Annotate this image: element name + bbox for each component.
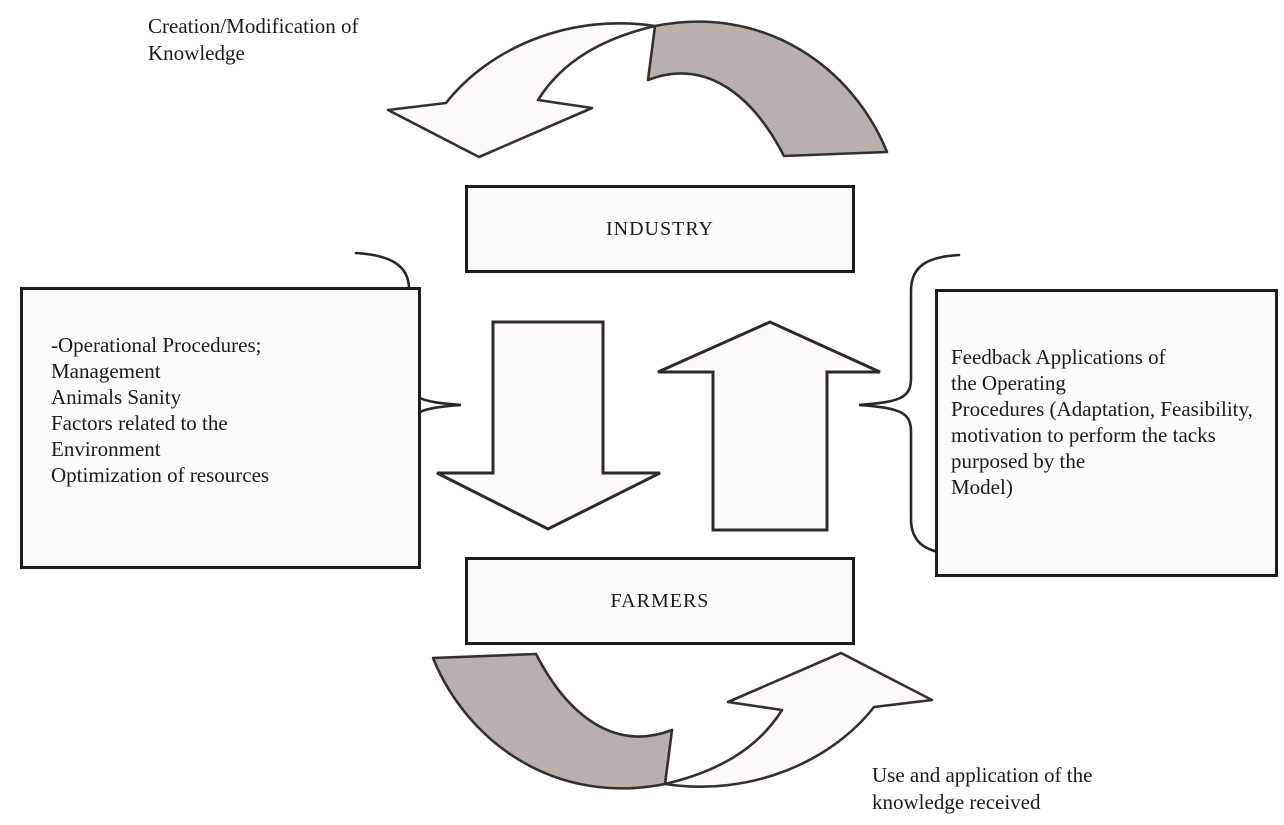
bottom-curved-arrow-head <box>663 651 934 788</box>
farmers-box: FARMERS <box>465 557 855 645</box>
bottom-curved-arrow <box>431 651 934 790</box>
left-box-line: Factors related to the <box>51 411 228 435</box>
creation-modification-line-1: Creation/Modification of <box>148 14 359 38</box>
creation-modification-label: Creation/Modification of Knowledge <box>148 13 359 67</box>
left-box-line: Animals Sanity <box>51 385 182 409</box>
up-block-arrow <box>657 320 881 532</box>
right-box-line: the Operating <box>951 371 1066 395</box>
use-application-line-1: Use and application of the <box>872 763 1093 787</box>
top-curved-arrow-shaded-tail <box>646 20 889 158</box>
right-box-line: motivation to perform the tacks <box>951 423 1216 447</box>
left-box-line: Optimization of resources <box>51 463 270 487</box>
left-box-line: Management <box>51 359 161 383</box>
use-application-label: Use and application of the knowledge rec… <box>872 762 1092 816</box>
left-box-line: -Operational Procedures; <box>51 333 262 357</box>
right-box-line: purposed by the <box>951 449 1086 473</box>
operational-procedures-box: -Operational Procedures; Management Anim… <box>20 287 421 569</box>
left-box-line: Environment <box>51 437 161 461</box>
farmers-box-label: FARMERS <box>610 589 710 612</box>
bottom-curved-arrow-shaded-tail <box>431 652 674 790</box>
down-block-arrow <box>436 320 661 531</box>
top-curved-arrow-head <box>386 22 657 159</box>
feedback-applications-box: Feedback Applications of the Operating P… <box>935 289 1278 577</box>
right-box-line: Model) <box>951 475 1013 499</box>
industry-box: INDUSTRY <box>465 185 855 273</box>
industry-box-label: INDUSTRY <box>605 217 714 240</box>
creation-modification-line-2: Knowledge <box>148 41 245 65</box>
right-curly-brace <box>858 253 961 557</box>
top-curved-arrow <box>386 20 889 159</box>
right-box-line: Procedures (Adaptation, Feasibility, <box>951 397 1253 421</box>
use-application-line-2: knowledge received <box>872 790 1041 814</box>
right-box-line: Feedback Applications of <box>951 345 1166 369</box>
